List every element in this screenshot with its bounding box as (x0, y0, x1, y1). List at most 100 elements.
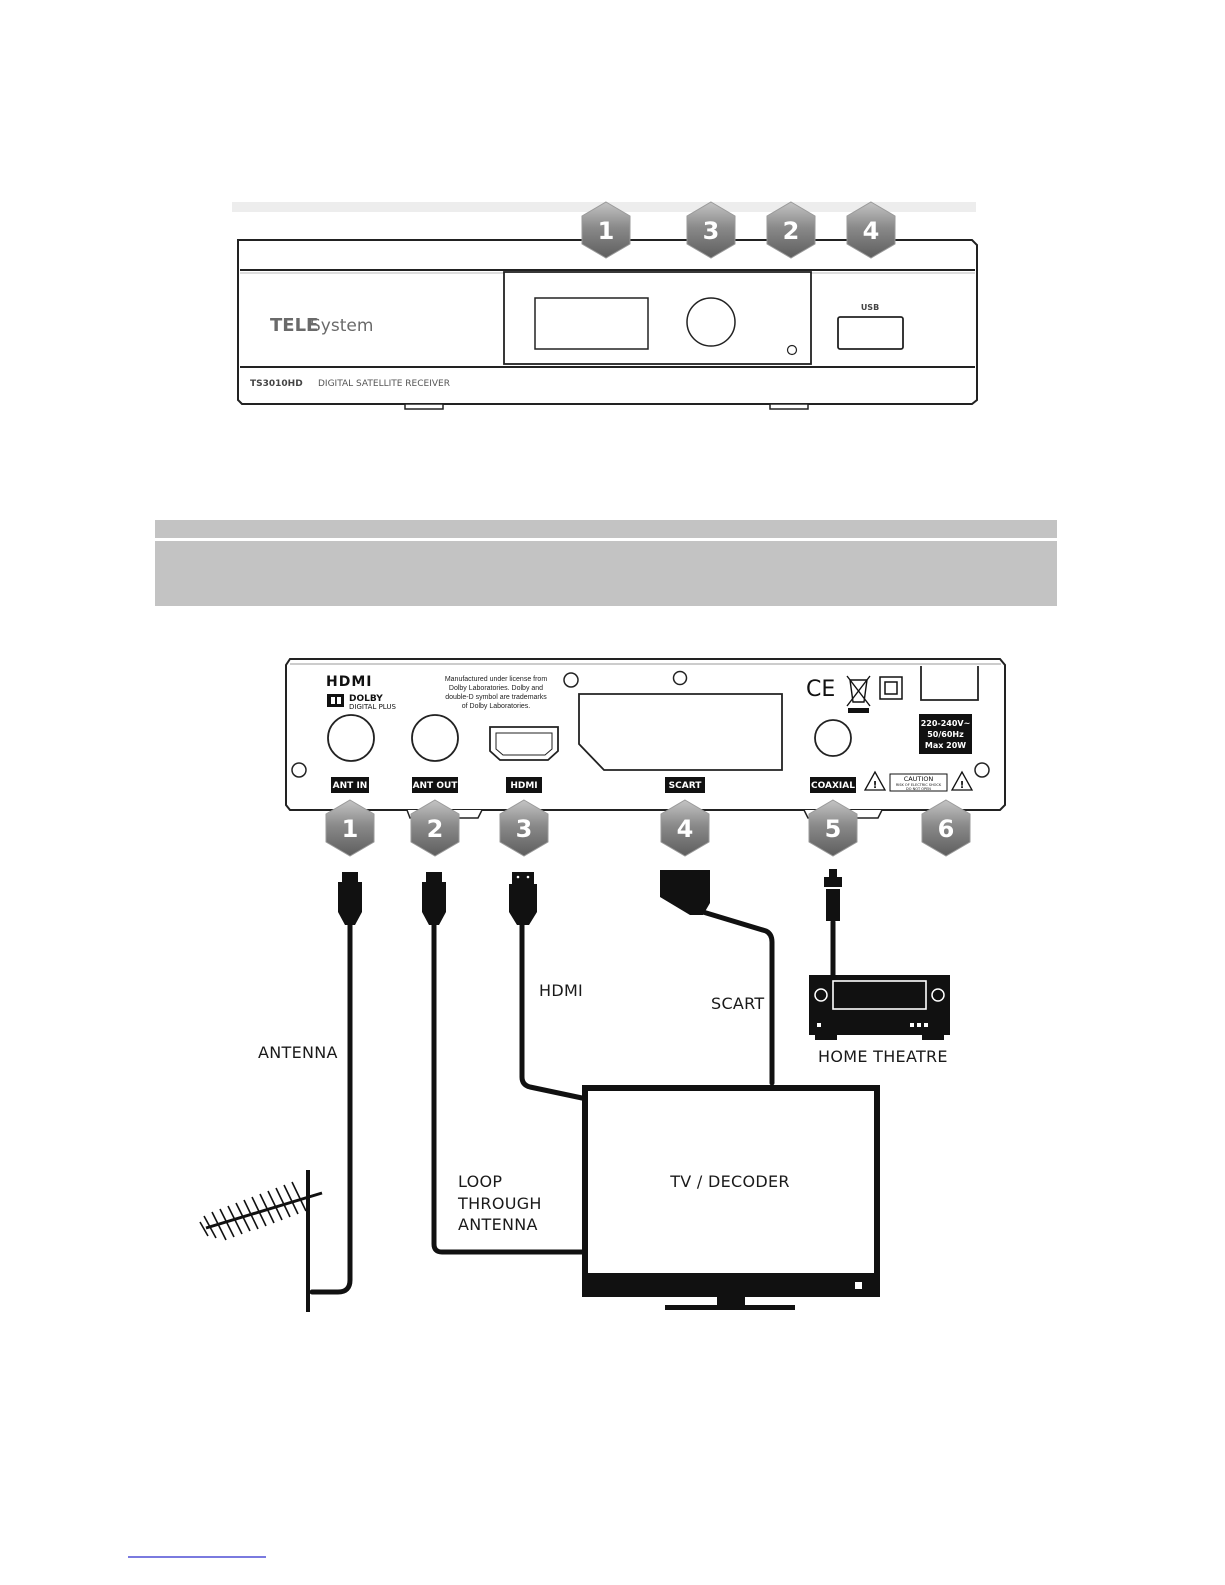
rear-screw-3 (291, 762, 307, 778)
port-label-ant-in: ANT IN (331, 777, 369, 793)
loop-through-cable (431, 922, 585, 1255)
antenna-icon (199, 1170, 323, 1312)
ce-mark: CE (806, 677, 835, 702)
home-theatre-icon (809, 975, 950, 1040)
power-rating-line-1: 220-240V~ (921, 719, 971, 728)
svg-text:SCART: SCART (669, 781, 703, 791)
rear-screw-1 (563, 672, 579, 688)
rear-callout-6: 6 (921, 799, 971, 857)
svg-text:5: 5 (825, 815, 842, 843)
hdmi-plug-icon (509, 872, 537, 925)
label-tv-decoder: TV / DECODER (669, 1172, 790, 1191)
label-hdmi-cable: HDMI (539, 981, 583, 1000)
rear-callout-4: 4 (660, 799, 710, 857)
front-callout-3: 3 (686, 201, 736, 259)
brand-tele: TELE (270, 315, 318, 336)
port-label-ant-out: ANT OUT (412, 777, 458, 793)
tv-decoder-icon (582, 1085, 880, 1310)
svg-text:2: 2 (427, 815, 444, 843)
coaxial-connector (814, 719, 852, 757)
front-callout-2: 2 (766, 201, 816, 259)
label-loop-line-2: THROUGH (457, 1194, 542, 1213)
rear-panel: HDMI DOLBY DIGITAL PLUS Manufactured und… (285, 658, 1006, 857)
port-label-scart: SCART (665, 777, 705, 793)
front-foot-right (769, 403, 809, 410)
section-bar-thin (155, 520, 1057, 538)
rear-screw-4 (974, 762, 990, 778)
ant-in-connector (327, 714, 375, 762)
dolby-digital-plus: DIGITAL PLUS (349, 703, 396, 711)
label-home-theatre: HOME THEATRE (818, 1047, 948, 1066)
svg-text:HDMI: HDMI (510, 781, 537, 791)
rear-callout-5: 5 (808, 799, 858, 857)
rear-screw-2 (672, 670, 688, 686)
warning-triangle-icon-right: ! (950, 770, 974, 791)
scart-cable (700, 909, 775, 1086)
caution-box (889, 773, 948, 792)
svg-text:4: 4 (863, 217, 880, 245)
weee-bin-icon (846, 675, 871, 713)
coaxial-plug-icon (824, 869, 842, 921)
label-loop-line-3: ANTENNA (458, 1215, 538, 1234)
license-line-3: double-D symbol are trademarks (445, 694, 547, 701)
power-rating-line-3: Max 20W (925, 741, 966, 750)
svg-text:!: ! (960, 780, 965, 791)
model-description: DIGITAL SATELLITE RECEIVER (318, 379, 450, 389)
hdmi-port-inner (495, 732, 553, 756)
svg-text:COAXIAL: COAXIAL (811, 781, 855, 791)
port-label-coaxial: COAXIAL (810, 777, 856, 793)
cables (309, 909, 836, 1295)
ir-sensor (786, 344, 798, 356)
front-display (534, 297, 649, 350)
svg-text:1: 1 (342, 815, 359, 843)
label-scart-cable: SCART (711, 994, 765, 1013)
ant-out-connector (411, 714, 459, 762)
front-panel: TELE System TS3010HD DIGITAL SATELLITE R… (232, 201, 978, 410)
license-line-1: Manufactured under license from (445, 676, 547, 683)
svg-text:4: 4 (677, 815, 694, 843)
rear-callout-1: 1 (325, 799, 375, 857)
ant-out-plug-icon (422, 872, 446, 925)
svg-text:!: ! (873, 780, 878, 791)
license-line-4: of Dolby Laboratories. (462, 703, 531, 710)
scart-plug-icon (660, 870, 710, 915)
label-antenna: ANTENNA (258, 1043, 338, 1062)
port-label-hdmi: HDMI (506, 777, 542, 793)
hdmi-cable (519, 922, 585, 1101)
front-callout-4: 4 (846, 201, 896, 259)
section-bar-thick (155, 541, 1057, 606)
ant-in-plug-icon (338, 872, 362, 925)
rear-callout-2: 2 (410, 799, 460, 857)
scart-port (578, 693, 783, 771)
dolby-logo-icon (327, 694, 344, 707)
svg-text:6: 6 (938, 815, 955, 843)
label-loop-line-1: LOOP (458, 1172, 502, 1191)
caution-line-1: RISK OF ELECTRIC SHOCK (896, 783, 942, 787)
brand-system: System (310, 316, 373, 336)
svg-text:1: 1 (598, 217, 615, 245)
power-rating-box (919, 714, 972, 754)
front-foot-left (404, 403, 444, 410)
svg-text:2: 2 (783, 217, 800, 245)
model-number: TS3010HD (250, 379, 303, 389)
caution-title: CAUTION (904, 775, 934, 783)
front-callout-1: 1 (581, 201, 631, 259)
antenna-cable (309, 922, 353, 1295)
power-rating-line-2: 50/60Hz (927, 730, 964, 739)
usb-label: USB (861, 303, 879, 312)
license-line-2: Dolby Laboratories. Dolby and (449, 685, 543, 692)
svg-text:3: 3 (516, 815, 533, 843)
power-cord-housing (920, 666, 979, 701)
svg-text:3: 3 (703, 217, 720, 245)
warning-triangle-icon-left: ! (863, 770, 887, 791)
double-insulation-icon (879, 676, 903, 700)
caution-line-2: DO NOT OPEN (906, 787, 931, 791)
dolby-text: DOLBY (349, 694, 383, 704)
hdmi-logo: HDMI (326, 674, 372, 690)
usb-port (837, 316, 904, 350)
hdmi-port (489, 726, 559, 761)
svg-text:ANT IN: ANT IN (333, 781, 368, 791)
rotary-knob (686, 297, 736, 347)
svg-text:ANT OUT: ANT OUT (413, 781, 459, 791)
